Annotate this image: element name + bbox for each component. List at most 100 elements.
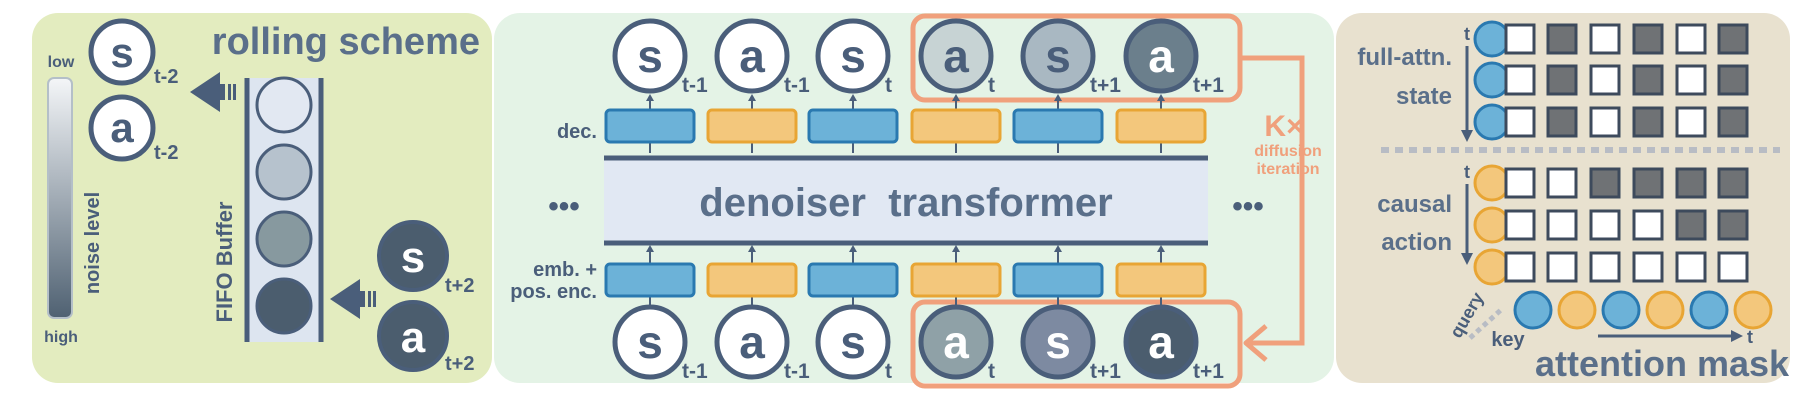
embedding-block-action	[910, 262, 1002, 298]
mask-cell-open	[1675, 251, 1707, 283]
decoder-block-action	[706, 108, 798, 144]
mask-cell-open	[1504, 251, 1536, 283]
embedding-block-state	[807, 262, 899, 298]
causal-label-line1: causal	[1377, 191, 1452, 218]
key-t-label: t	[1747, 327, 1753, 347]
key-right-arrow-head	[1731, 330, 1743, 342]
mask-cell-masked	[1632, 23, 1664, 55]
full-attn-label-line2: state	[1396, 83, 1452, 110]
connector-embed-head	[1157, 245, 1165, 252]
output-token-letter: a	[943, 30, 969, 82]
query-state-token	[1473, 61, 1511, 99]
input-token-letter: s	[637, 316, 663, 368]
connector-embed-head	[952, 245, 960, 252]
denoiser-transformer-block	[604, 158, 1208, 243]
input-token-a: at-1	[714, 304, 810, 383]
connector-output-head	[1157, 94, 1165, 101]
connector-output-head	[1054, 94, 1062, 101]
mask-cell-masked	[1632, 64, 1664, 96]
dec-label: dec.	[557, 121, 597, 143]
mask-cell-open	[1589, 23, 1621, 55]
input-token-letter: s	[840, 316, 866, 368]
rolling-in-sub: t+2	[445, 353, 474, 375]
mask-cell-masked	[1717, 167, 1749, 199]
decoder-block-state	[807, 108, 899, 144]
output-token-s: s t-1	[612, 18, 708, 97]
action-t-label: t	[1464, 162, 1470, 182]
mask-cell-open	[1504, 64, 1536, 96]
full-attn-label-line1: full-attn.	[1357, 44, 1452, 71]
rolling-out-sub: t-2	[154, 142, 178, 164]
mask-cell-open	[1546, 251, 1578, 283]
mask-cell-open	[1675, 23, 1707, 55]
mask-cell-open	[1504, 209, 1536, 241]
key-action-token	[1733, 290, 1773, 330]
mask-cell-open	[1675, 64, 1707, 96]
output-token-letter: s	[840, 30, 866, 82]
connector-output-head	[849, 94, 857, 101]
mask-cell-masked	[1546, 106, 1578, 138]
input-token-s: s t-1	[612, 304, 708, 383]
mask-cell-open	[1717, 251, 1749, 283]
query-state-token	[1473, 103, 1511, 141]
mask-cell-open	[1546, 167, 1578, 199]
input-token-letter: s	[1045, 316, 1071, 368]
mask-cell-masked	[1675, 209, 1707, 241]
input-token-sub: t+1	[1193, 360, 1224, 383]
output-token-sub: t-1	[682, 74, 708, 97]
mask-cell-masked	[1589, 167, 1621, 199]
output-token-s: st	[815, 18, 892, 97]
mask-cell-masked	[1675, 167, 1707, 199]
output-token-a: at+1	[1123, 18, 1224, 97]
input-token-sub: t+1	[1090, 360, 1121, 383]
key-state-token	[1513, 290, 1553, 330]
noise-bar	[47, 77, 73, 319]
noise-level-label: noise level	[82, 192, 104, 294]
input-token-letter: a	[739, 316, 765, 368]
mask-cell-masked	[1632, 106, 1664, 138]
mask-cell-open	[1589, 251, 1621, 283]
connector-embed-head	[646, 245, 654, 252]
mask-cell-masked	[1717, 23, 1749, 55]
mask-cell-masked	[1632, 167, 1664, 199]
input-highlight-box	[910, 299, 1243, 389]
input-token-sub: t-1	[682, 360, 708, 383]
input-token-s: st	[815, 304, 892, 383]
mask-cell-open	[1504, 106, 1536, 138]
mask-cell-open	[1632, 209, 1664, 241]
state-t-label: t	[1464, 24, 1470, 44]
mask-cell-open	[1589, 209, 1621, 241]
noise-low-label: low	[48, 54, 75, 71]
output-token-letter: s	[1045, 30, 1071, 82]
mask-cell-open	[1589, 106, 1621, 138]
output-token-sub: t-1	[784, 74, 810, 97]
output-token-s: st+1	[1020, 18, 1121, 97]
state-down-arrow-head	[1461, 130, 1473, 142]
decoder-block-state	[604, 108, 696, 144]
noise-high-label: high	[44, 329, 78, 346]
mask-cell-open	[1589, 64, 1621, 96]
input-token-a: at+1	[1123, 304, 1224, 383]
attention-mask-panel: full-attn. state causal action t t query…	[1336, 13, 1790, 384]
embedding-block-action	[706, 262, 798, 298]
output-token-letter: s	[637, 30, 663, 82]
embedding-block-state	[1012, 262, 1104, 298]
ellipsis-left: •••	[548, 190, 580, 223]
output-token-sub: t	[885, 74, 892, 97]
connector-embed-head	[849, 245, 857, 252]
embedding-block-state	[604, 262, 696, 298]
connector-output-head	[646, 94, 654, 101]
input-token-a: at	[918, 304, 995, 383]
output-token-letter: a	[1148, 30, 1174, 82]
causal-label-line2: action	[1381, 229, 1452, 256]
key-state-token	[1601, 290, 1641, 330]
diffusion-label: diffusion	[1254, 143, 1322, 160]
rolling-in-letter: a	[401, 313, 426, 362]
rolling-in-node-s: s t+2	[377, 220, 474, 297]
fifo-slot-2	[255, 143, 313, 201]
emb-label-line1: emb. +	[533, 259, 597, 281]
input-token-letter: a	[943, 316, 969, 368]
rolling-title: rolling scheme	[212, 21, 480, 63]
rolling-in-node-a: a t+2	[377, 300, 474, 375]
